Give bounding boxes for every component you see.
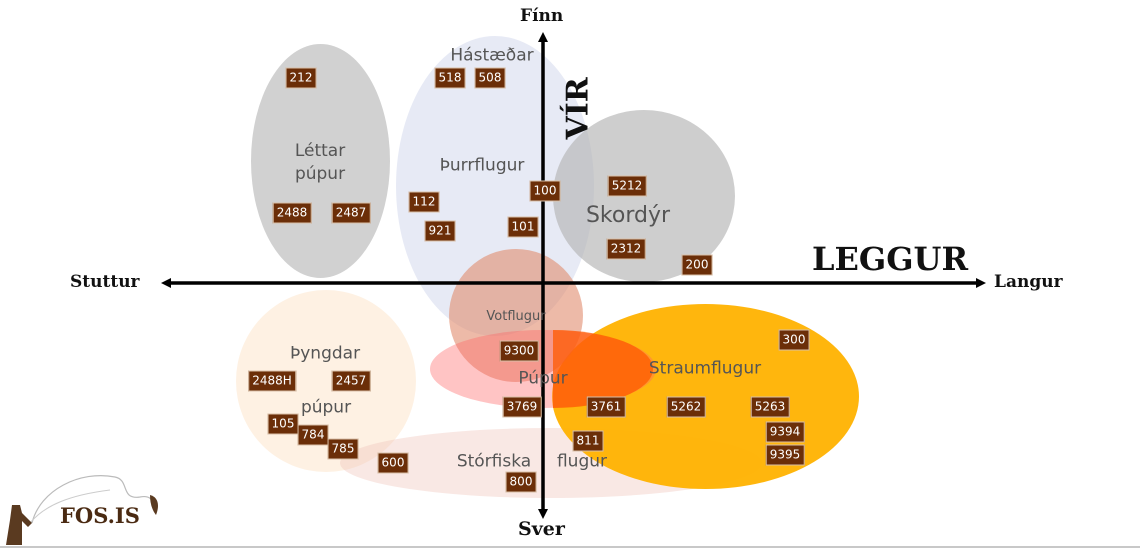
fly-badge: 785 bbox=[327, 438, 359, 460]
fly-badge: 212 bbox=[285, 67, 317, 89]
fly-badge: 784 bbox=[297, 424, 329, 446]
fisherman-icon bbox=[6, 475, 158, 545]
fly-badge: 101 bbox=[507, 216, 539, 238]
group-straumflugur: Straumflugur bbox=[648, 358, 762, 379]
fly-badge: 811 bbox=[572, 430, 604, 452]
bottom-divider bbox=[0, 546, 1140, 548]
fly-badge: 112 bbox=[408, 191, 440, 213]
group-storfiska-line1: Stórfiska bbox=[456, 451, 532, 472]
axis-right-label: Langur bbox=[994, 272, 1063, 292]
fly-badge: 2488H bbox=[248, 370, 296, 392]
axis-bottom-label: Sver bbox=[518, 518, 565, 540]
horizontal-axis-title: LEGGUR bbox=[812, 240, 969, 278]
fly-badge: 508 bbox=[474, 67, 506, 89]
fly-badge: 800 bbox=[505, 471, 537, 493]
group-thyngdar-line1: Þyngdar bbox=[289, 343, 361, 364]
group-skordyr: Skordýr bbox=[585, 203, 671, 229]
fly-badge: 518 bbox=[434, 67, 466, 89]
fly-badge: 105 bbox=[267, 413, 299, 435]
fly-badge: 5263 bbox=[750, 396, 790, 418]
fly-badge: 2488 bbox=[272, 202, 312, 224]
fly-badge: 2487 bbox=[331, 202, 371, 224]
fly-badge: 5262 bbox=[666, 396, 706, 418]
fos-logo: FOS.IS bbox=[0, 465, 170, 545]
fly-badge: 3769 bbox=[502, 396, 542, 418]
fly-badge: 200 bbox=[681, 254, 713, 276]
group-thurrflugur: Þurrflugur bbox=[439, 155, 525, 176]
axis-left-label: Stuttur bbox=[70, 272, 140, 292]
fly-badge: 921 bbox=[424, 220, 456, 242]
group-pupur: Púpur bbox=[518, 368, 568, 389]
group-votflugur: Votflugur bbox=[486, 309, 546, 325]
axis-top-label: Fínn bbox=[520, 6, 564, 26]
vertical-axis-title: VÍR bbox=[560, 77, 596, 140]
group-storfiska-line2: flugur bbox=[556, 451, 608, 472]
fly-badge: 600 bbox=[377, 452, 409, 474]
fly-badge: 2457 bbox=[331, 370, 371, 392]
fly-badge: 100 bbox=[529, 180, 561, 202]
logo-text: FOS.IS bbox=[60, 503, 140, 528]
fly-badge: 9394 bbox=[765, 421, 805, 443]
group-thyngdar-line2: púpur bbox=[300, 397, 352, 418]
fly-badge: 5212 bbox=[607, 175, 647, 197]
fly-badge: 9300 bbox=[499, 340, 539, 362]
fly-badge: 3761 bbox=[586, 396, 626, 418]
group-hastaedar: Hástæðar bbox=[450, 45, 534, 66]
fly-badge: 2312 bbox=[606, 238, 646, 260]
fly-badge: 9395 bbox=[765, 444, 805, 466]
lettar-pupur-region bbox=[251, 44, 390, 278]
fly-badge: 300 bbox=[778, 329, 810, 351]
